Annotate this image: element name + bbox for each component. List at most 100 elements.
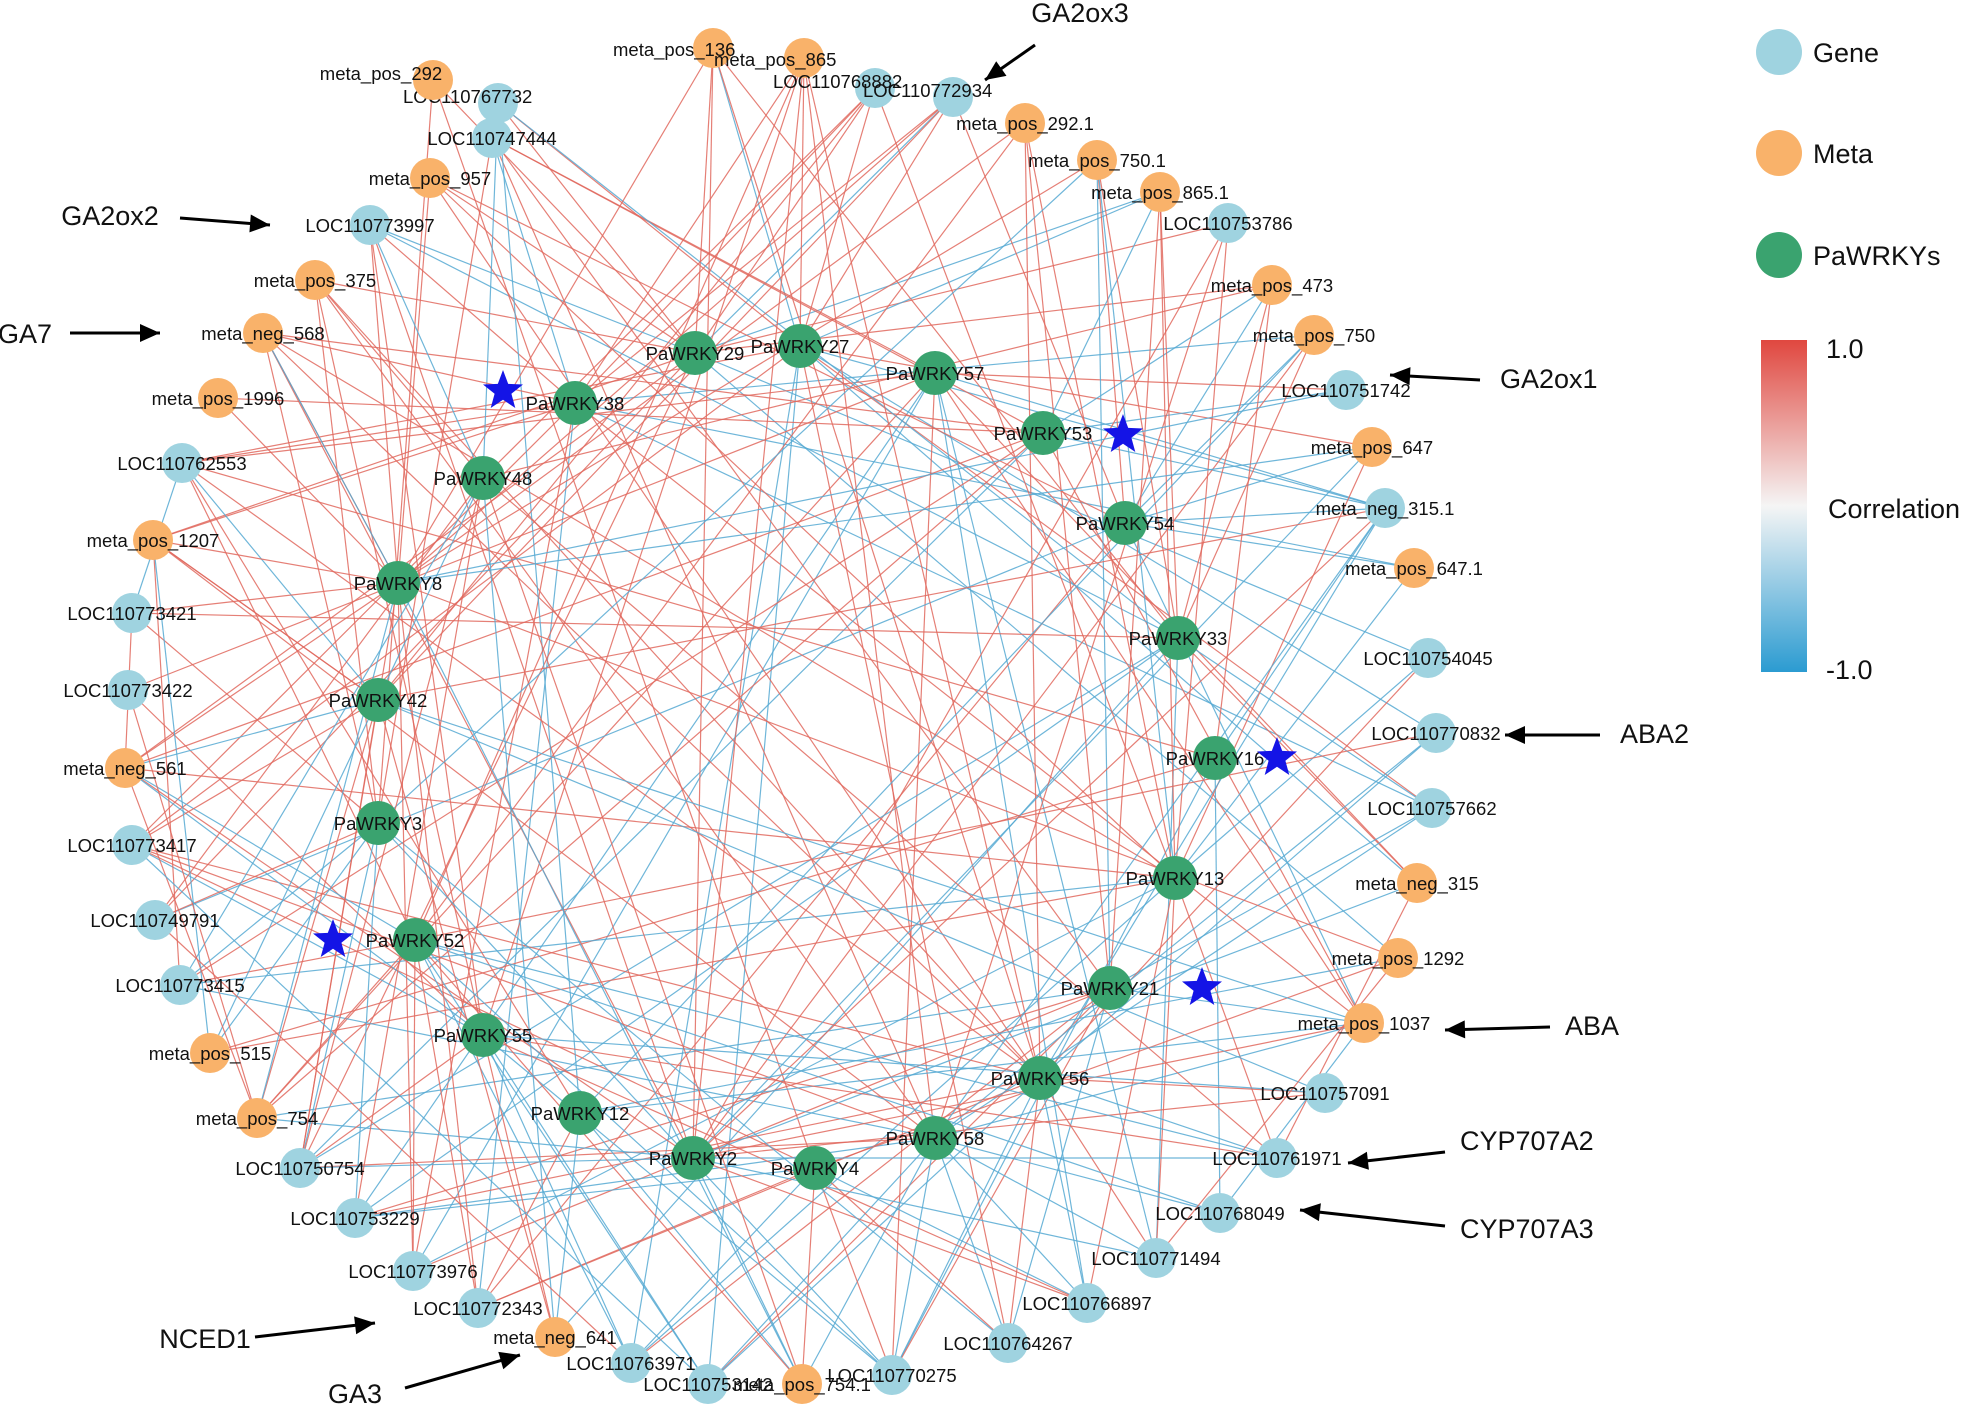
edge-pawrky29-meta-pos-136-positive bbox=[694, 47, 714, 354]
node-loc110753142[interactable]: LOC110753142 bbox=[643, 1364, 773, 1404]
node-pawrky42[interactable]: PaWRKY42 bbox=[329, 678, 428, 722]
node-meta-neg-315[interactable]: meta_neg_315 bbox=[1355, 863, 1479, 903]
node-meta-neg-568[interactable]: meta_neg_568 bbox=[201, 313, 325, 353]
node-meta-neg-315-1[interactable]: meta_neg_315.1 bbox=[1316, 488, 1455, 528]
node-loc110754045[interactable]: LOC110754045 bbox=[1363, 638, 1493, 678]
node-loc110773976[interactable]: LOC110773976 bbox=[348, 1251, 478, 1291]
node-meta-pos-136[interactable]: meta_pos_136 bbox=[613, 28, 735, 68]
node-meta-pos-375[interactable]: meta_pos_375 bbox=[254, 260, 376, 300]
node-loc110757662[interactable]: LOC110757662 bbox=[1367, 788, 1497, 828]
node-pawrky12[interactable]: PaWRKY12 bbox=[531, 1091, 630, 1135]
node-loc110770832[interactable]: LOC110770832 bbox=[1371, 713, 1501, 753]
node-loc110773997[interactable]: LOC110773997 bbox=[305, 205, 435, 245]
node-label: meta_pos_292.1 bbox=[956, 113, 1094, 135]
node-loc110753786[interactable]: LOC110753786 bbox=[1163, 203, 1293, 243]
edge-pawrky58-loc110768049-negative bbox=[934, 1137, 1221, 1214]
node-pawrky55[interactable]: PaWRKY55 bbox=[434, 1013, 533, 1057]
node-loc110764267[interactable]: LOC110764267 bbox=[943, 1323, 1073, 1363]
node-pawrky3[interactable]: PaWRKY3 bbox=[334, 801, 422, 845]
node-meta-pos-1292[interactable]: meta_pos_1292 bbox=[1332, 938, 1465, 978]
node-loc110761971[interactable]: LOC110761971 bbox=[1212, 1138, 1342, 1178]
node-meta-pos-1037[interactable]: meta_pos_1037 bbox=[1298, 1003, 1431, 1043]
node-loc110766897[interactable]: LOC110766897 bbox=[1022, 1283, 1152, 1323]
node-loc110770275[interactable]: LOC110770275 bbox=[827, 1355, 957, 1395]
node-meta-pos-865-1[interactable]: meta_pos_865.1 bbox=[1091, 172, 1229, 212]
node-pawrky4[interactable]: PaWRKY4 bbox=[771, 1146, 859, 1190]
node-loc110773421[interactable]: LOC110773421 bbox=[67, 593, 197, 633]
node-pawrky13[interactable]: PaWRKY13 bbox=[1126, 856, 1225, 900]
node-meta-pos-647[interactable]: meta_pos_647 bbox=[1311, 427, 1433, 467]
node-meta-pos-1996[interactable]: meta_pos_1996 bbox=[152, 378, 285, 418]
node-meta-neg-641[interactable]: meta_neg_641 bbox=[493, 1317, 617, 1357]
node-loc110749791[interactable]: LOC110749791 bbox=[90, 900, 220, 940]
node-label: LOC110766897 bbox=[1022, 1293, 1151, 1314]
edge-pawrky27-loc110768882-positive bbox=[799, 87, 876, 347]
meta-node-circle bbox=[1005, 103, 1045, 143]
node-meta-pos-754[interactable]: meta_pos_754 bbox=[196, 1098, 318, 1138]
edge-pawrky21-meta-pos-292-1-positive bbox=[1024, 122, 1111, 989]
edge-pawrky42-meta-neg-641-positive bbox=[377, 699, 556, 1338]
node-pawrky27[interactable]: PaWRKY27 bbox=[751, 324, 850, 368]
node-pawrky21[interactable]: PaWRKY21 bbox=[1061, 966, 1160, 1010]
node-loc110763971[interactable]: LOC110763971 bbox=[566, 1343, 696, 1383]
node-pawrky48[interactable]: PaWRKY48 bbox=[434, 456, 533, 500]
node-meta-pos-292[interactable]: meta_pos_292 bbox=[320, 60, 453, 100]
node-loc110771494[interactable]: LOC110771494 bbox=[1091, 1238, 1221, 1278]
node-pawrky33[interactable]: PaWRKY33 bbox=[1129, 616, 1228, 660]
node-pawrky52[interactable]: PaWRKY52 bbox=[366, 918, 465, 962]
gene-node-circle bbox=[1208, 203, 1248, 243]
node-pawrky8[interactable]: PaWRKY8 bbox=[354, 561, 442, 605]
node-meta-pos-754-1[interactable]: meta_pos_754.1 bbox=[733, 1364, 871, 1404]
node-loc110768882[interactable]: LOC110768882 bbox=[773, 68, 902, 108]
edge-pawrky16-loc110768049-negative bbox=[1214, 757, 1221, 1214]
node-pawrky56[interactable]: PaWRKY56 bbox=[991, 1056, 1090, 1100]
edge-pawrky52-meta-neg-561-negative bbox=[124, 767, 416, 941]
node-meta-pos-292-1[interactable]: meta_pos_292.1 bbox=[956, 103, 1094, 143]
node-loc110773417[interactable]: LOC110773417 bbox=[67, 825, 197, 865]
node-loc110772934[interactable]: LOC110772934 bbox=[863, 77, 992, 117]
node-label: LOC110757091 bbox=[1260, 1083, 1389, 1104]
edge-pawrky16-meta-pos-515-positive bbox=[209, 757, 1216, 1054]
node-meta-pos-750-1[interactable]: meta_pos_750.1 bbox=[1028, 140, 1166, 180]
edge-pawrky53-loc110773415-positive bbox=[179, 432, 1044, 986]
node-meta-pos-473[interactable]: meta_pos_473 bbox=[1211, 265, 1333, 305]
wrky-node-circle bbox=[393, 918, 437, 962]
node-pawrky57[interactable]: PaWRKY57 bbox=[886, 351, 985, 395]
node-meta-pos-515[interactable]: meta_pos_515 bbox=[149, 1033, 271, 1073]
node-pawrky29[interactable]: PaWRKY29 bbox=[646, 331, 745, 375]
node-pawrky16[interactable]: PaWRKY16 bbox=[1166, 736, 1265, 780]
node-pawrky2[interactable]: PaWRKY2 bbox=[649, 1136, 737, 1180]
node-label: meta_pos_754 bbox=[196, 1108, 318, 1130]
node-loc110757091[interactable]: LOC110757091 bbox=[1260, 1073, 1390, 1113]
legend-label: PaWRKYs bbox=[1813, 241, 1941, 271]
node-meta-neg-561[interactable]: meta_neg_561 bbox=[63, 748, 187, 788]
node-loc110751742[interactable]: LOC110751742 bbox=[1281, 370, 1411, 410]
node-loc110772343[interactable]: LOC110772343 bbox=[413, 1288, 543, 1328]
annotation-ga3: GA3 bbox=[328, 1351, 521, 1406]
wrky-node-circle bbox=[1193, 736, 1237, 780]
node-label: PaWRKY55 bbox=[434, 1025, 533, 1046]
edge-pawrky38-loc110773997-positive bbox=[369, 224, 576, 404]
node-pawrky53[interactable]: PaWRKY53 bbox=[994, 411, 1093, 455]
edge-pawrky38-loc110772343-negative bbox=[477, 402, 576, 1309]
node-loc110773415[interactable]: LOC110773415 bbox=[115, 965, 245, 1005]
node-pawrky58[interactable]: PaWRKY58 bbox=[886, 1116, 985, 1160]
node-loc110762553[interactable]: LOC110762553 bbox=[117, 443, 247, 483]
node-meta-pos-1207[interactable]: meta_pos_1207 bbox=[87, 520, 220, 560]
node-label: meta_pos_375 bbox=[254, 270, 376, 292]
node-meta-pos-957[interactable]: meta_pos_957 bbox=[369, 158, 491, 198]
edge-pawrky42-meta-neg-561-negative bbox=[124, 699, 379, 769]
node-loc110750754[interactable]: LOC110750754 bbox=[235, 1148, 365, 1188]
node-loc110753229[interactable]: LOC110753229 bbox=[290, 1198, 420, 1238]
node-loc110768049[interactable]: LOC110768049 bbox=[1155, 1193, 1285, 1233]
node-pawrky38[interactable]: PaWRKY38 bbox=[526, 381, 625, 425]
gene-node-circle bbox=[1067, 1283, 1107, 1323]
edge-pawrky57-loc110771494-negative bbox=[934, 372, 1157, 1259]
node-pawrky54[interactable]: PaWRKY54 bbox=[1076, 501, 1175, 545]
node-meta-pos-865[interactable]: meta_pos_865 bbox=[714, 38, 836, 78]
node-meta-pos-750[interactable]: meta_pos_750 bbox=[1253, 315, 1375, 355]
gene-node-circle bbox=[112, 825, 152, 865]
node-loc110747444[interactable]: LOC110747444 bbox=[427, 118, 557, 158]
node-meta-pos-647-1[interactable]: meta_pos_647.1 bbox=[1345, 548, 1483, 588]
node-loc110773422[interactable]: LOC110773422 bbox=[63, 670, 193, 710]
